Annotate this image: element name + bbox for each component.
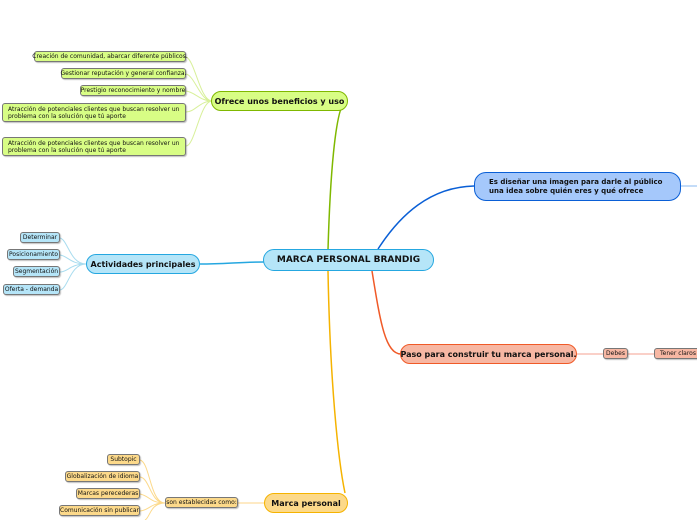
marca-item[interactable]: Comunicación sin publicar [59, 505, 140, 516]
benefit-item[interactable]: Atracción de potenciales clientes que bu… [2, 103, 186, 122]
topic-marca-personal[interactable]: Marca personal [264, 493, 348, 513]
activity-item[interactable]: Determinar [20, 232, 60, 243]
topic-activities[interactable]: Actividades principales [86, 254, 200, 274]
topic-steps[interactable]: Paso para construir tu marca personal. [400, 344, 577, 364]
topic-benefits[interactable]: Ofrece unos beneficios y uso [211, 91, 348, 111]
activity-item[interactable]: Posicionamiento [7, 249, 60, 260]
marca-child[interactable]: son establecidas como: [165, 497, 238, 508]
benefit-item[interactable]: Gestionar reputación y general confianza… [60, 68, 187, 79]
marca-item[interactable]: Subtopic [107, 454, 140, 465]
marca-item[interactable]: Marcas perecederas [76, 488, 140, 499]
activity-item[interactable]: Segmentación [13, 266, 60, 277]
central-topic[interactable]: MARCA PERSONAL BRANDIG [263, 249, 434, 271]
benefit-item[interactable]: Atracción de potenciales clientes que bu… [2, 137, 186, 156]
step-grandchild[interactable]: Tener claros y [654, 348, 697, 359]
marca-item[interactable]: Globalización de idioma [65, 471, 140, 482]
benefit-item[interactable]: Prestigio reconocimiento y nombre [80, 85, 186, 96]
topic-definition[interactable]: Es diseñar una imagen para darle al públ… [474, 172, 681, 201]
activity-item[interactable]: Oferta - demanda [3, 284, 60, 295]
step-child[interactable]: Debes [603, 348, 628, 359]
benefit-item[interactable]: Creación de comunidad, abarcar diferente… [32, 51, 188, 62]
